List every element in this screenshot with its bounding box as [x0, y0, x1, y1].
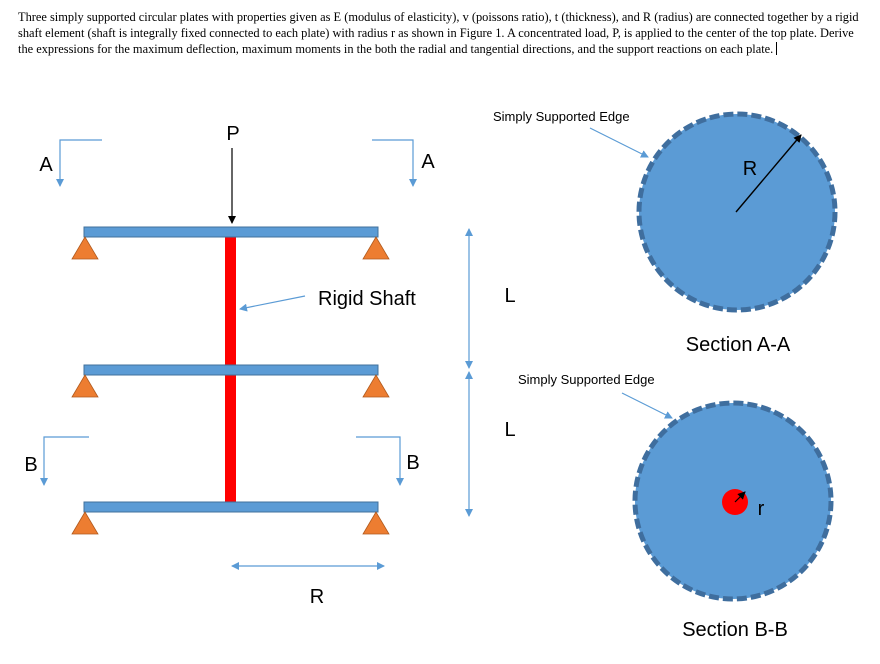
support-bottom-right: [362, 511, 390, 535]
section-b-left-marker: [40, 436, 89, 486]
section-a-title: Section A-A: [686, 334, 791, 356]
section-b-right-marker: [356, 436, 404, 486]
spacing-top-label: L: [504, 285, 515, 307]
section-b-supported-edge: [632, 400, 834, 602]
support-top-right: [362, 236, 390, 260]
section-a-supported-edge: [636, 111, 838, 313]
load-label: P: [226, 123, 239, 145]
section-b-right-label: B: [406, 452, 419, 474]
shaft-leader-line: [239, 295, 306, 312]
shaft-label: Rigid Shaft: [318, 288, 416, 310]
support-middle-right: [362, 374, 390, 398]
edge-leader-top: [589, 127, 649, 158]
edge-label-top: Simply Supported Edge: [493, 109, 630, 124]
problem-statement-text: Three simply supported circular plates w…: [18, 10, 859, 56]
section-a-plate: [639, 114, 835, 310]
section-a-left-label: A: [39, 154, 53, 176]
radius-arrow: [735, 134, 802, 213]
shaft-radius-label: r: [758, 498, 765, 520]
section-b-title: Section B-B: [682, 619, 788, 641]
top-plate: [83, 226, 379, 238]
shaft-radius-arrow: [734, 491, 746, 503]
radius-dimension-label: R: [310, 586, 324, 608]
middle-plate: [83, 364, 379, 376]
section-a-right-marker: [372, 139, 417, 187]
spacing-bottom-label: L: [504, 419, 515, 441]
support-top-left: [71, 236, 99, 260]
radius-circle-label: R: [743, 158, 757, 180]
support-middle-left: [71, 374, 99, 398]
text-cursor: [776, 42, 778, 55]
support-bottom-left: [71, 511, 99, 535]
edge-leader-bottom: [621, 392, 673, 419]
section-a-right-label: A: [421, 151, 435, 173]
problem-statement: Three simply supported circular plates w…: [18, 9, 868, 57]
edge-label-bottom: Simply Supported Edge: [518, 372, 655, 387]
section-a-left-marker: [56, 139, 102, 187]
section-b-left-label: B: [24, 454, 37, 476]
bottom-plate: [83, 501, 379, 513]
